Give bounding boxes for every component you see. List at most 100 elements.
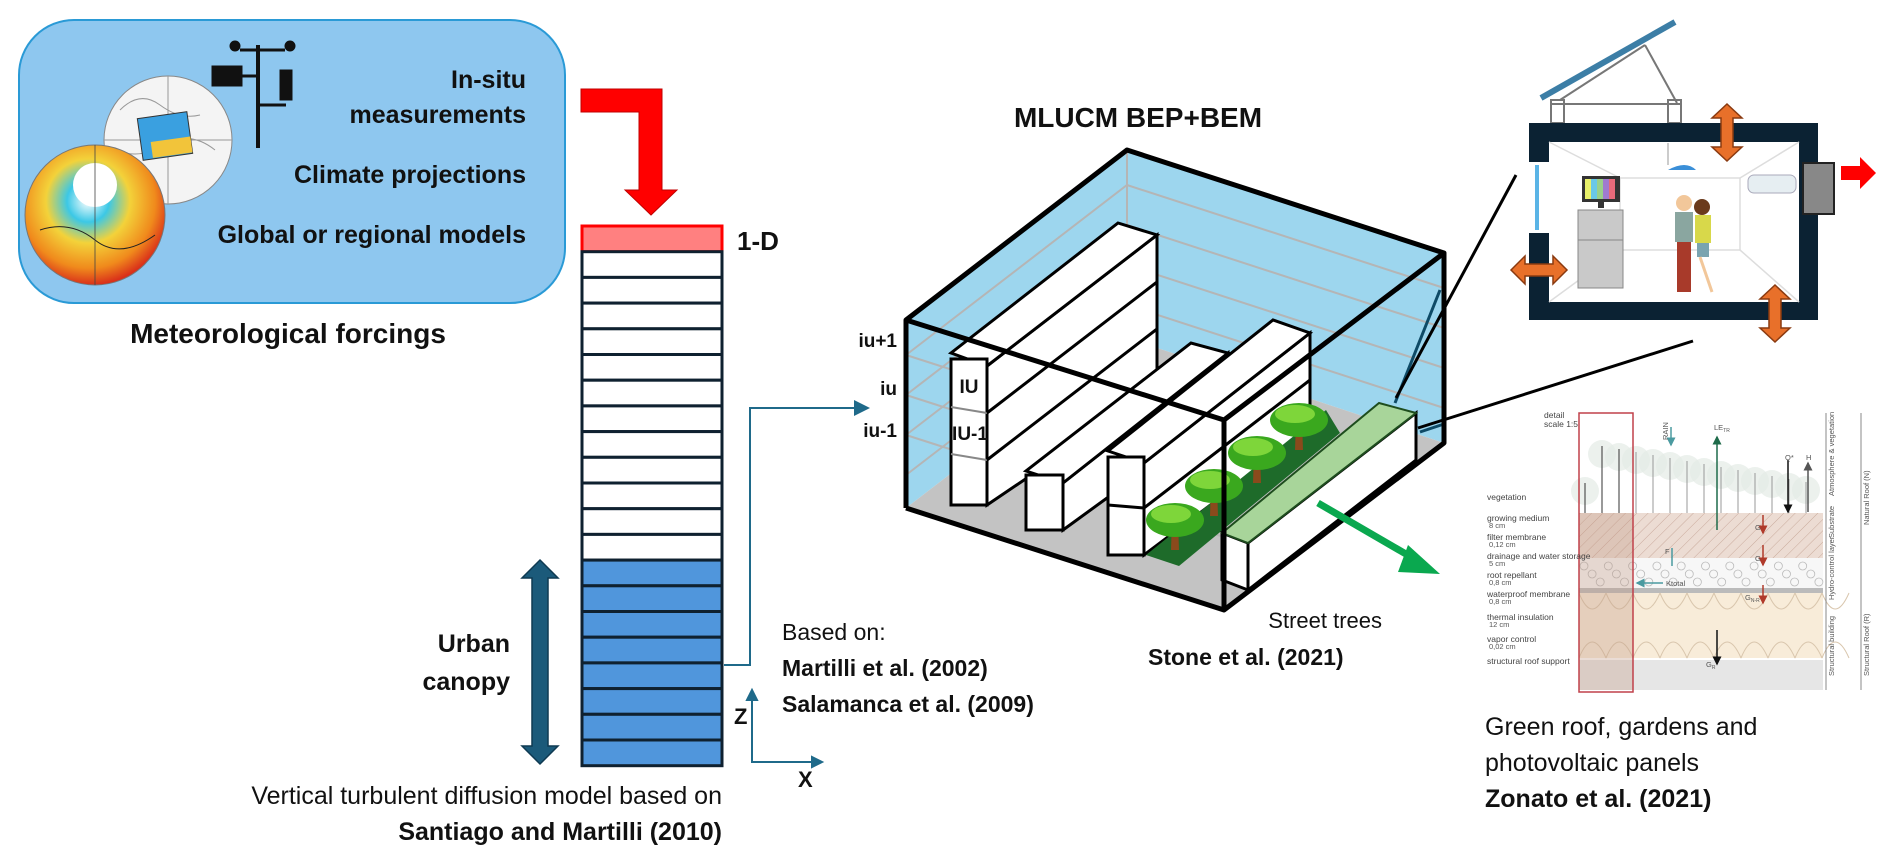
globe-climate-icon (24, 144, 166, 286)
layer-membranes (1579, 588, 1823, 593)
column-cell-canopy (580, 661, 724, 691)
layer-label: waterproof membrane (1486, 589, 1570, 599)
column-cell (580, 327, 724, 356)
urban-canopy-label-line1: Urban (438, 630, 510, 658)
column-cell (580, 250, 724, 279)
layer-label: vegetation (1487, 492, 1526, 502)
flux-arrows (1635, 427, 1813, 666)
column-cell (580, 301, 724, 331)
green-roof-caption-line2: photovoltaic panels (1485, 749, 1699, 777)
urban-canopy-label-line2: canopy (422, 668, 510, 696)
column-cell-canopy (580, 712, 724, 742)
back-wall (1127, 150, 1444, 443)
heat-exchange-arrows-icon (1509, 102, 1792, 344)
tree-icon (1228, 436, 1286, 483)
fridge-tv-icon (1577, 176, 1624, 289)
flux-f: F (1665, 547, 1670, 556)
column-cell (580, 430, 724, 459)
vegetation-drawing (1571, 440, 1820, 513)
axis-z-label: Z (734, 704, 747, 729)
building-label-iu: IU (960, 377, 979, 398)
vertical-column (580, 224, 724, 768)
detail-label-line2: scale 1:5 (1544, 419, 1578, 429)
column-cell (580, 404, 724, 434)
building-label-iu-1: IU-1 (952, 424, 988, 445)
layer-structural-support (1579, 660, 1823, 690)
layer-label: thermal insulation (1487, 612, 1554, 622)
green-roof-building (1220, 401, 1419, 594)
people-icon (1675, 195, 1714, 293)
column-cell-canopy (580, 558, 724, 588)
tree-icon (1185, 469, 1243, 516)
reference-salamanca: Salamanca et al. (2009) (782, 691, 1034, 717)
layer-growing-medium (1579, 513, 1823, 558)
layer-thickness: 12 cm (1489, 620, 1509, 629)
column-caption-line2: Santiago and Martilli (2010) (398, 818, 722, 846)
street-trees-label: Street trees (1268, 608, 1382, 633)
guide-line-room (1394, 174, 1518, 399)
box-edges (903, 147, 1447, 613)
meteorological-forcings-panel: In-situ measurements Climate projections… (18, 19, 566, 349)
column-cell (580, 455, 724, 485)
level-label-iu-minus-1: iu-1 (863, 421, 897, 442)
side-label-atmosphere: Atmosphere & vegetation (1827, 412, 1836, 496)
forcing-in-situ-line2: measurements (350, 101, 526, 129)
connector-arrow-icon (724, 400, 870, 666)
side-label-hydro: Hydro-control layer (1827, 536, 1836, 600)
forcing-climate-projections: Climate projections (294, 161, 526, 189)
green-roof-reference: Zonato et al. (2021) (1485, 785, 1711, 813)
heat-outflow-arrow-icon (1841, 157, 1876, 189)
layer-label: growing medium (1487, 513, 1549, 523)
column-cell (580, 378, 724, 408)
detail-highlight-box (1578, 412, 1634, 693)
side-label-natural-roof: Natural Roof (N) (1862, 470, 1871, 525)
detail-label-line1: detail (1544, 410, 1564, 420)
column-caption-line1: Vertical turbulent diffusion model based… (251, 782, 722, 810)
axis-x-label: X (798, 767, 813, 792)
layer-label: root repellant (1487, 570, 1537, 580)
green-roof-detail: detail scale 1:5 vegetation growing mediu… (1486, 410, 1871, 693)
side-label-substrate: Substrate (1827, 506, 1836, 538)
side-label-structural-roof: Structural Roof (R) (1862, 613, 1871, 676)
layer-label: structural roof support (1487, 656, 1570, 666)
insulation-pattern (1578, 592, 1850, 659)
street-trees (1146, 403, 1328, 550)
column-cell-canopy (580, 738, 724, 768)
green-roof-arrow-icon (1316, 499, 1440, 574)
forcing-in-situ-line1: In-situ (451, 66, 526, 94)
side-label-structural-building: Structural building (1827, 616, 1836, 676)
layer-thermal-insulation (1579, 593, 1823, 658)
layer-thickness: 0,12 cm (1489, 540, 1516, 549)
layer-label: drainage and water storage (1487, 551, 1591, 561)
solar-panel-icon (1539, 19, 1682, 124)
flux-gnr: GN-R (1745, 593, 1760, 604)
flux-gr: GR (1706, 660, 1716, 671)
tree-icon (1270, 403, 1328, 450)
urban-canopy-arrow-icon (520, 558, 560, 766)
guide-line-roof (1417, 339, 1694, 430)
forcings-caption: Meteorological forcings (130, 318, 446, 349)
forcing-arrow-icon (580, 88, 679, 216)
outdoor-unit-icon (1802, 162, 1835, 215)
side-brackets (1825, 413, 1862, 690)
layer-label: filter membrane (1487, 532, 1546, 542)
flux-ktotal: Ktotal (1666, 579, 1686, 588)
flux-g2: G (1755, 554, 1761, 563)
column-1d-label: 1-D (737, 226, 779, 256)
based-on-label: Based on: (782, 619, 886, 645)
column-cell (580, 507, 724, 536)
layer-thickness: 0,02 cm (1489, 642, 1516, 651)
column-cell (580, 532, 724, 562)
building-energy-room (1509, 19, 1876, 344)
reference-martilli: Martilli et al. (2002) (782, 655, 988, 681)
layer-thickness: 5 cm (1489, 559, 1505, 568)
level-label-iu: iu (880, 379, 897, 400)
layer-thickness: 0,8 cm (1489, 578, 1512, 587)
column-cell-canopy (580, 584, 724, 613)
tree-icon (1146, 503, 1204, 550)
air-conditioner-icon (1747, 174, 1797, 194)
weather-station-icon (211, 40, 296, 148)
